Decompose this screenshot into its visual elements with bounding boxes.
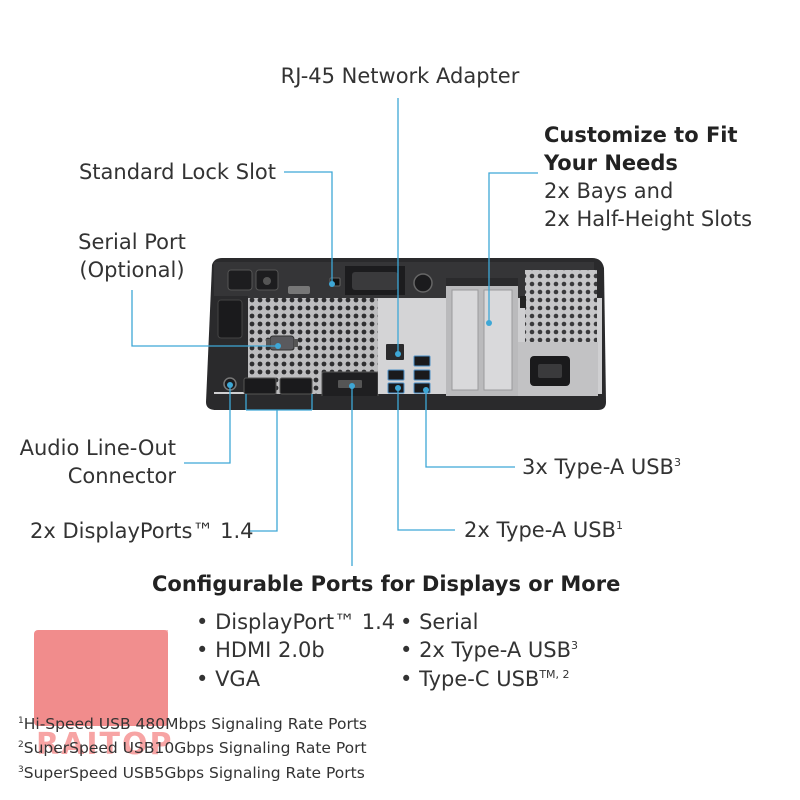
power-supply xyxy=(518,342,598,396)
usb-a3-sup: 3 xyxy=(673,456,681,469)
customize-body-line2: 2x Half-Height Slots xyxy=(544,207,753,231)
serial-port xyxy=(266,335,298,351)
watermark-logo xyxy=(34,630,168,726)
config-left-1: • DisplayPort™ 1.4 xyxy=(196,610,396,634)
config-right-2: • 2x Type-A USB3 xyxy=(400,638,579,662)
label-rj45: RJ-45 Network Adapter xyxy=(280,64,520,88)
displayports xyxy=(243,377,313,395)
footnote-2: 2SuperSpeed USB10Gbps Signaling Rate Por… xyxy=(18,739,367,757)
usb-a3-text: 3x Type-A USB xyxy=(522,455,674,479)
expansion-slots xyxy=(446,278,518,396)
label-audio: Audio Line-Out Connector xyxy=(18,434,176,490)
usb-a2-text: 2x Type-A USB xyxy=(464,518,616,542)
label-lock-slot: Standard Lock Slot xyxy=(78,160,276,184)
label-usb-a3: 3x Type-A USB3 xyxy=(522,453,681,481)
config-left-3: • VGA xyxy=(196,667,261,691)
customize-body-line1: 2x Bays and xyxy=(544,179,674,203)
audio-line2: Connector xyxy=(67,464,176,488)
label-serial: Serial Port (Optional) xyxy=(60,228,204,284)
footnote-3: 3SuperSpeed USB5Gbps Signaling Rate Port… xyxy=(18,764,365,782)
footnote-1: 1Hi-Speed USB 480Mbps Signaling Rate Por… xyxy=(18,715,367,733)
configurable-port xyxy=(321,371,379,399)
config-left-2: • HDMI 2.0b xyxy=(196,638,325,662)
customize-title-line1: Customize to Fit xyxy=(544,123,738,147)
serial-line2: (Optional) xyxy=(79,258,185,282)
serial-line1: Serial Port xyxy=(78,230,186,254)
label-customize: Customize to Fit Your Needs 2x Bays and … xyxy=(544,121,752,233)
label-displayports: 2x DisplayPorts™ 1.4 xyxy=(30,519,254,543)
watermark-text: RAITOP xyxy=(36,727,174,762)
usb-a2-sup: 1 xyxy=(615,519,623,532)
top-panel-features xyxy=(227,266,433,295)
customize-title-line2: Your Needs xyxy=(544,151,678,175)
config-right-3: • Type-C USBTM, 2 xyxy=(400,667,570,691)
audio-jack xyxy=(223,377,237,391)
configurable-title: Configurable Ports for Displays or More xyxy=(152,572,621,596)
chassis-base xyxy=(214,396,594,410)
config-right-1: • Serial xyxy=(400,610,479,634)
label-usb-a2: 2x Type-A USB1 xyxy=(464,516,623,544)
io-panel xyxy=(378,298,446,394)
audio-line1: Audio Line-Out xyxy=(19,436,176,460)
